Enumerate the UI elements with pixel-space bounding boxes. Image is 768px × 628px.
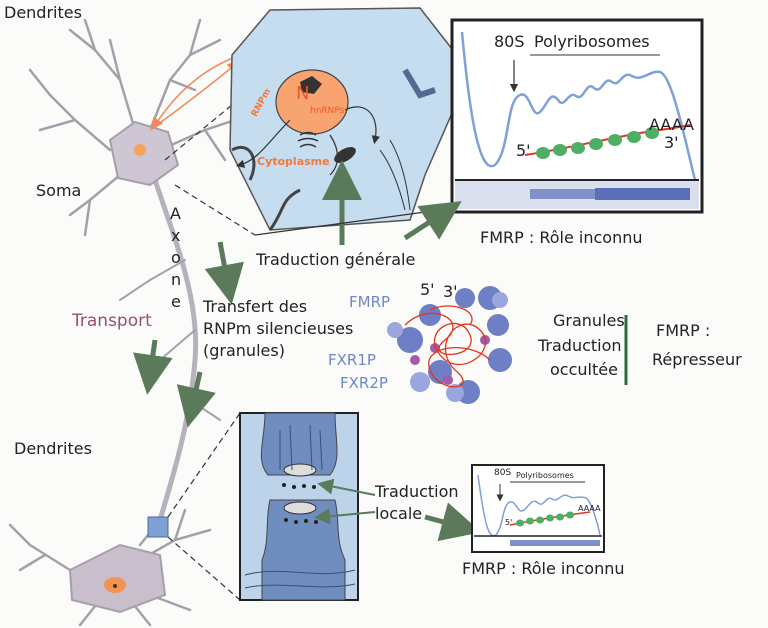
label-transfert-1: Transfert des (203, 297, 308, 316)
label-polya-top: AAAA (649, 115, 695, 134)
soma-nucleus (134, 144, 146, 156)
label-axone-a: A (170, 204, 181, 223)
label-polyribosomes-top: Polyribosomes (534, 32, 650, 51)
label-hnrnps: hnRNPs (310, 106, 345, 116)
label-fmrp: FMRP (349, 293, 391, 311)
label-soma: Soma (36, 181, 82, 200)
label-polya-bottom: AAAA (578, 504, 601, 513)
label-transfert-2: RNPm silencieuses (203, 319, 354, 338)
label-3prime-top: 3' (664, 133, 679, 152)
polyribosome-panel-bottom (471, 464, 605, 553)
label-granule-5prime: 5' (420, 280, 435, 299)
label-axone-x: x (171, 226, 181, 245)
label-polyribosomes-bottom: Polyribosomes (516, 471, 574, 480)
orange-arrow-out (149, 61, 240, 131)
label-axone-n: n (171, 270, 182, 289)
label-fmrp-role-top: FMRP : Rôle inconnu (480, 228, 643, 247)
label-cytoplasme: Cytoplasme (257, 155, 330, 168)
polyribosome-panel-top (450, 18, 704, 214)
label-5prime-bottom: 5' (505, 518, 513, 527)
granule (387, 286, 512, 404)
label-transport: Transport (72, 311, 152, 331)
label-fxr2p: FXR2P (340, 374, 388, 392)
label-fmrp-repr-2: Répresseur (652, 350, 742, 369)
zoom-cell (229, 7, 471, 245)
label-fxr1p: FXR1P (328, 351, 376, 369)
label-80s-top: 80S (494, 32, 525, 51)
label-nucleus-n: N (296, 83, 310, 104)
label-fmrp-repr-1: FMRP : (656, 321, 711, 340)
label-traduction-locale-2: locale (375, 504, 423, 523)
nucleus (275, 69, 349, 135)
label-dendrites-bottom: Dendrites (14, 439, 92, 458)
label-axone-o: o (171, 248, 181, 267)
label-axone-e: e (171, 292, 181, 311)
orange-arrow-in (151, 54, 241, 130)
synapse-marker (147, 516, 169, 538)
label-traduction-locale-1: Traduction (375, 482, 459, 501)
label-granule-3prime: 3' (443, 282, 458, 301)
label-transfert-3: (granules) (203, 341, 285, 360)
label-traduction-occultee-2: occultée (550, 360, 618, 379)
label-granules: Granules (553, 311, 625, 330)
label-fmrp-role-bottom: FMRP : Rôle inconnu (462, 559, 625, 578)
profile-curve-top (460, 31, 697, 181)
label-80s-bottom: 80S (494, 468, 512, 478)
synapse-zoom (239, 412, 359, 601)
label-traduction-occultee-1: Traduction (538, 336, 622, 355)
tangled-mrna (404, 305, 491, 388)
label-traduction-generale: Traduction générale (256, 250, 416, 269)
label-dendrites-top: Dendrites (4, 3, 82, 22)
label-5prime-top: 5' (516, 141, 531, 160)
